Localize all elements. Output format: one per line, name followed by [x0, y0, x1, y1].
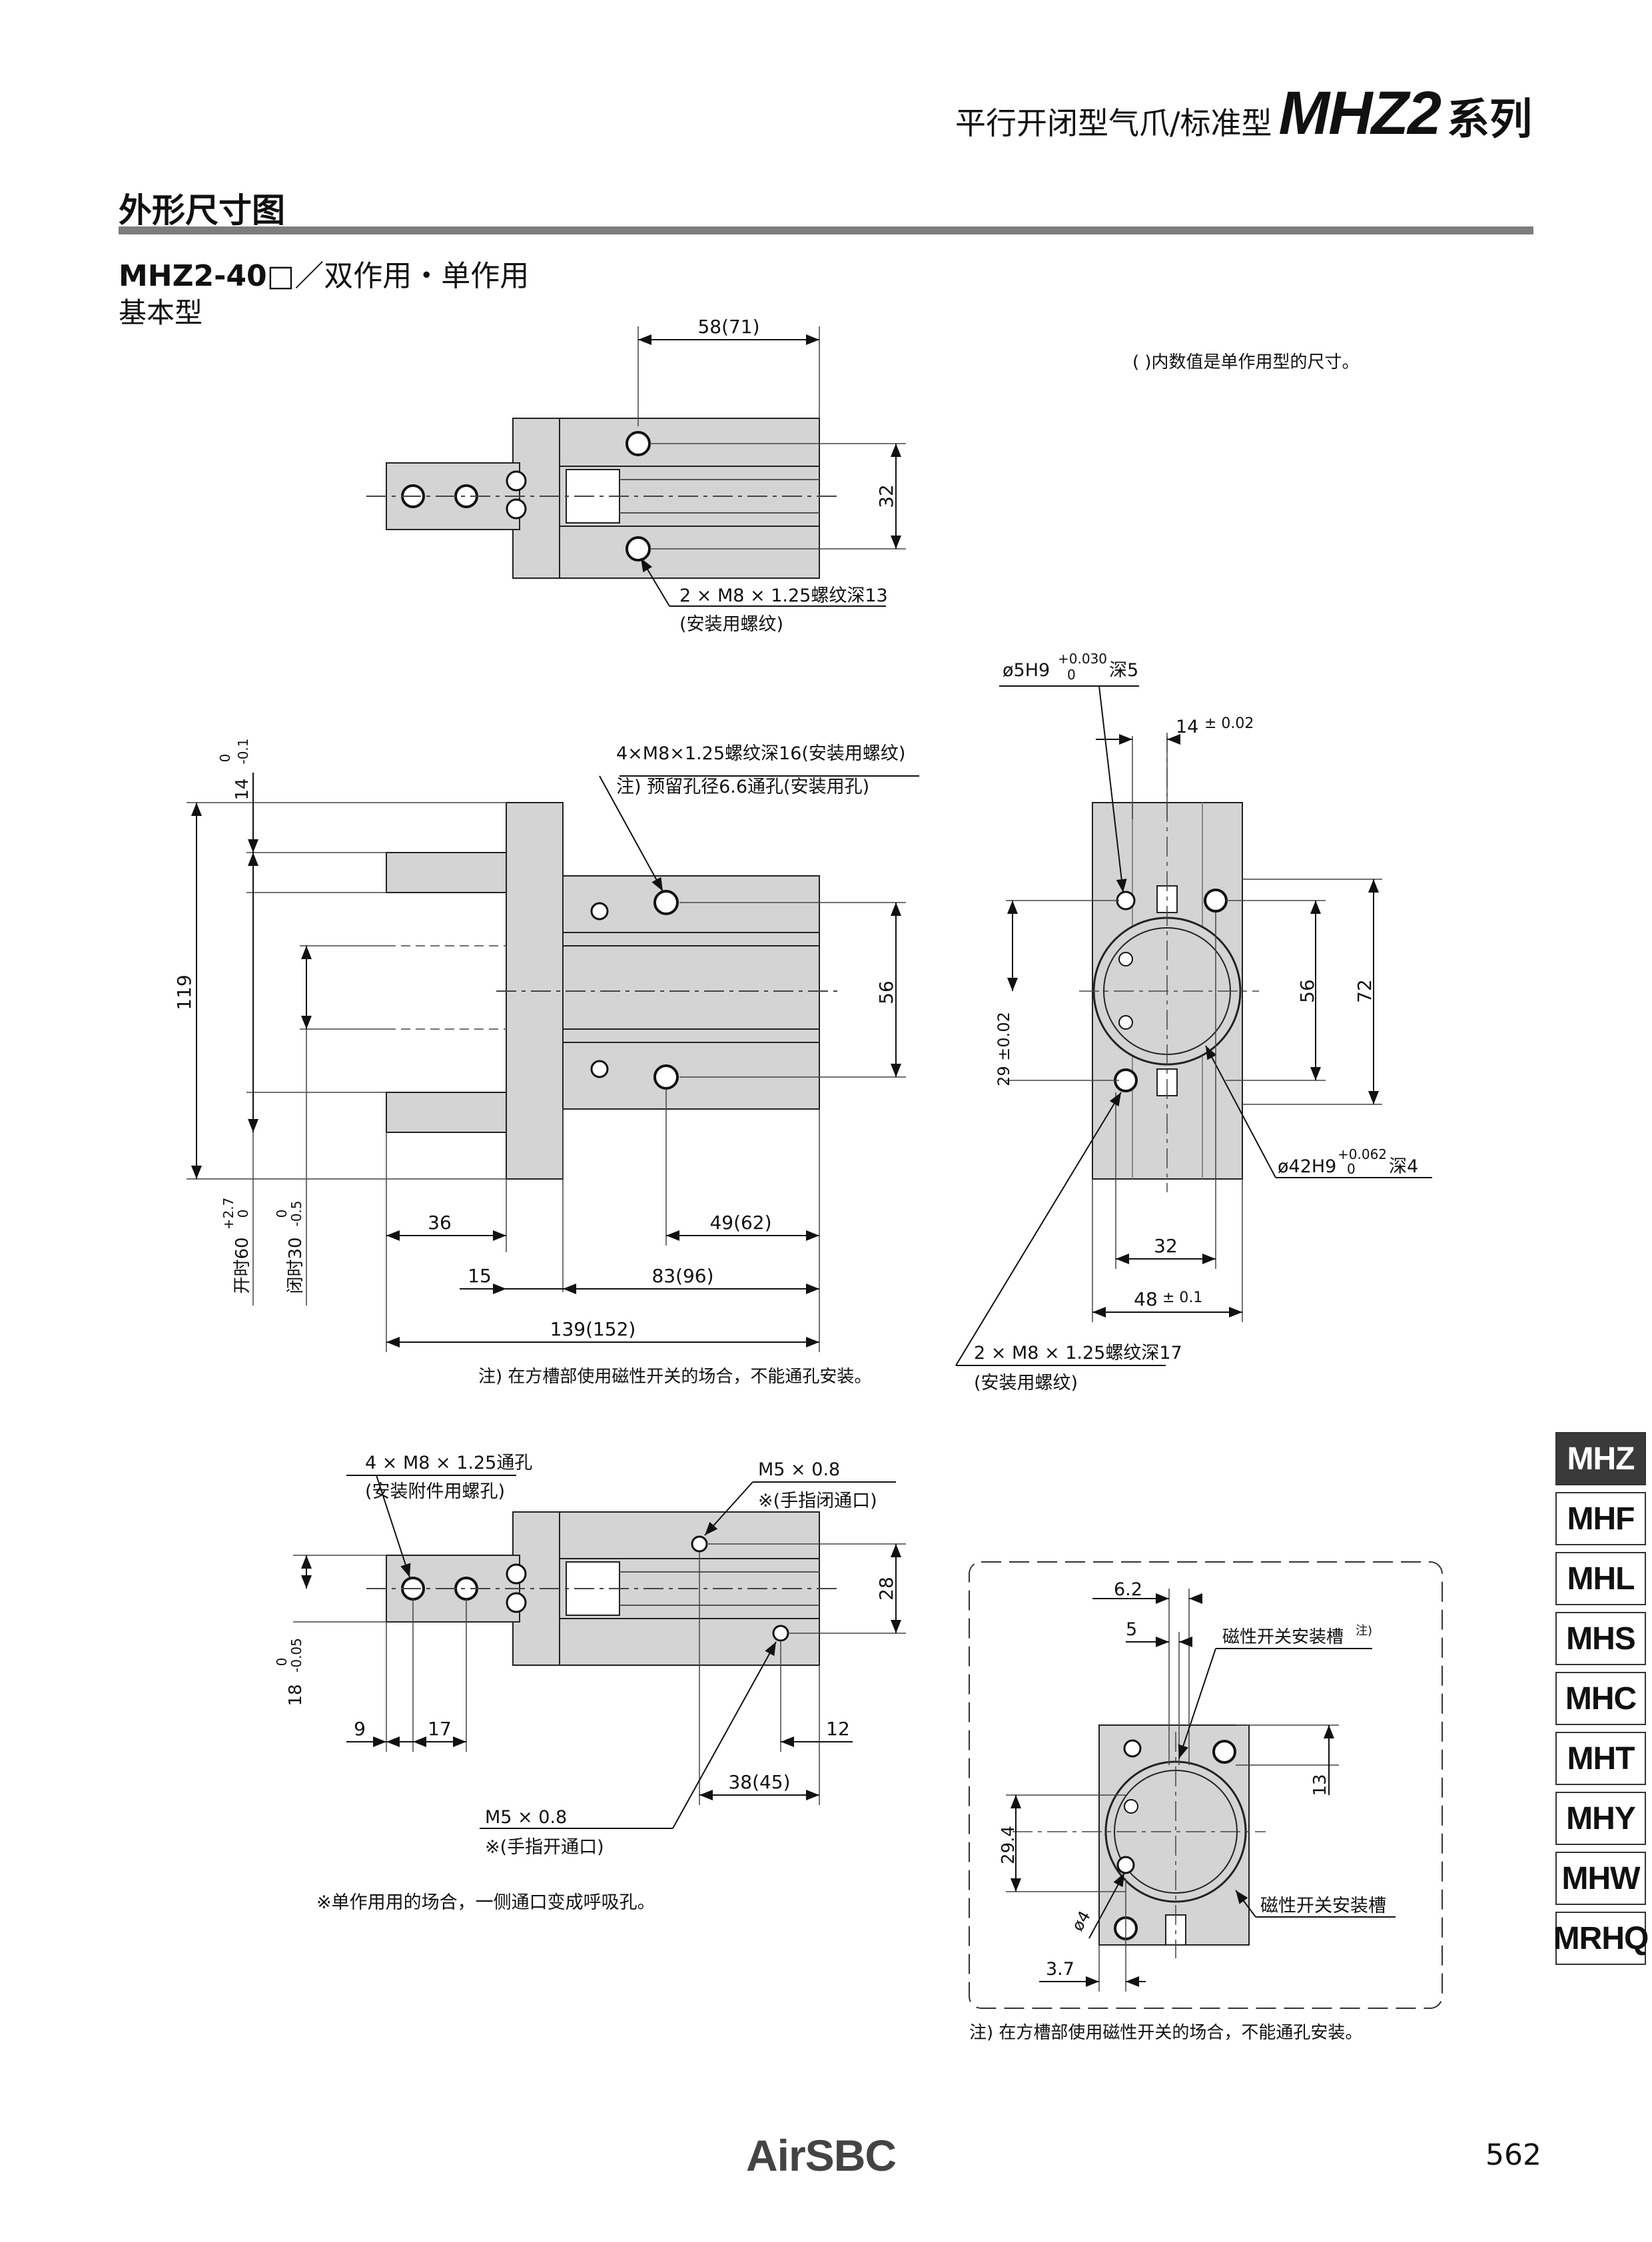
model-code: MHZ2-40□	[119, 259, 295, 293]
bottom-dim-18-tol-top: 0	[274, 1658, 290, 1667]
end-callout-pin: ø5H9	[1003, 660, 1050, 681]
detail-note: 注) 在方槽部使用磁性开关的场合，不能通孔安装。	[969, 2023, 1362, 2043]
side-dim-14: 14	[232, 778, 252, 800]
detail-dim-4: ø4	[1068, 1908, 1094, 1934]
model-desc: ／双作用・单作用	[294, 259, 530, 293]
side-dim-83: 83(96)	[651, 1265, 713, 1287]
tab-mhz[interactable]: MHZ	[1555, 1432, 1646, 1485]
tab-mhf[interactable]: MHF	[1555, 1492, 1646, 1545]
top-dim-width: 58(71)	[697, 316, 759, 338]
detail-dim-13: 13	[1310, 1774, 1330, 1796]
side-dim-closed-tol-top: 0	[274, 1210, 290, 1218]
tab-mhc[interactable]: MHC	[1555, 1672, 1646, 1725]
detail-dim-62: 6.2	[1114, 1579, 1142, 1600]
bottom-dim-18-tol-bot: -0.05	[288, 1638, 304, 1673]
section-title: 外形尺寸图	[119, 191, 285, 230]
detail-switch-slot-note: 磁性开关安装槽	[1222, 1627, 1344, 1647]
bottom-port-closed-1: M5 × 0.8	[758, 1459, 840, 1480]
page-number: 562	[1485, 2138, 1541, 2172]
bottom-view: 28 18 0 -0.05 9 17 12 38(45) 4 × M8 × 1.…	[274, 1453, 906, 1913]
end-bore-depth: 深4	[1389, 1156, 1418, 1177]
side-dim-open-tol-top: +2.7	[220, 1198, 236, 1230]
side-dim-closed: 闭时30	[286, 1237, 306, 1294]
side-dim-56: 56	[875, 980, 897, 1004]
end-pin-tol-top: +0.030	[1058, 651, 1107, 667]
bottom-dim-9: 9	[354, 1718, 366, 1740]
bottom-dim-28: 28	[875, 1577, 897, 1601]
end-dim-14: 14	[1176, 717, 1198, 737]
end-pin-tol-bot: 0	[1067, 667, 1076, 683]
side-note: 注) 在方槽部使用磁性开关的场合，不能通孔安装。	[478, 1367, 871, 1387]
side-view: 119 14 0 -0.1 开时60 +2.7 0 闭时30 0 -0.5 56…	[173, 738, 919, 1387]
side-dim-139: 139(152)	[550, 1318, 636, 1340]
top-callout-1: 2 × M8 × 1.25螺纹深13	[679, 585, 888, 606]
tab-mhy[interactable]: MHY	[1555, 1792, 1646, 1845]
paren-note: ( )内数值是单作用型的尺寸。	[1132, 352, 1360, 372]
tab-mrhq[interactable]: MRHQ	[1553, 1912, 1649, 1965]
top-callout-2: (安装用螺纹)	[679, 614, 783, 635]
brand-logo: AirSBC	[746, 2131, 897, 2180]
side-callout-1: 4×M8×1.25螺纹深16(安装用螺纹)	[616, 743, 905, 764]
side-dim-open-tol-bot: 0	[235, 1210, 251, 1218]
model-line: MHZ2-40□／双作用・单作用	[119, 252, 529, 294]
bottom-port-open-1: M5 × 0.8	[485, 1807, 567, 1828]
bottom-note: ※单作用用的场合，一侧通口变成呼吸孔。	[316, 1892, 655, 1913]
bottom-dim-18: 18	[286, 1684, 306, 1706]
detail-dim-294: 29.4	[999, 1826, 1019, 1864]
end-dim-14-tol: ± 0.02	[1204, 715, 1254, 732]
side-dim-open: 开时60	[232, 1237, 252, 1294]
side-dim-119: 119	[173, 974, 195, 1010]
detail-dim-37: 3.7	[1046, 1959, 1074, 1980]
header-title-cn: 平行开闭型气爪/标准型	[955, 105, 1272, 141]
top-view: 58(71) 32 2 × M8 × 1.25螺纹深13 (安装用螺纹)	[366, 316, 906, 635]
tab-mhw[interactable]: MHW	[1555, 1852, 1646, 1905]
side-dim-49: 49(62)	[709, 1212, 771, 1234]
end-dim-48-tol: ± 0.1	[1162, 1290, 1202, 1306]
side-callout-2: 注) 预留孔径6.6通孔(安装用孔)	[616, 777, 869, 797]
detail-note-mark: 注)	[1356, 1624, 1372, 1638]
end-view: ø5H9 +0.030 0 深5 14 ± 0.02 29 ±0.02 56 7…	[955, 651, 1432, 1393]
detail-view: 6.2 5 磁性开关安装槽 注) 13 29.4 ø4 3.7 磁性开关安装槽 …	[969, 1561, 1443, 2043]
bottom-port-open-2: ※(手指开通口)	[485, 1837, 604, 1858]
side-dim-14-tol-top: 0	[217, 754, 233, 763]
side-dim-closed-tol-bot: -0.5	[288, 1200, 304, 1226]
end-dim-72: 72	[1354, 979, 1376, 1003]
bottom-dim-12: 12	[826, 1718, 850, 1740]
end-bore-tol-top: +0.062	[1338, 1146, 1387, 1162]
bottom-port-closed-2: ※(手指闭通口)	[758, 1491, 877, 1511]
detail-switch-slot: 磁性开关安装槽	[1260, 1896, 1386, 1916]
header-suffix: 系列	[1447, 95, 1532, 145]
end-dim-32: 32	[1154, 1235, 1178, 1257]
end-dim-48: 48	[1134, 1288, 1158, 1310]
end-callout-2: (安装用螺纹)	[974, 1373, 1078, 1393]
bottom-dim-38: 38(45)	[728, 1771, 790, 1793]
tab-mht[interactable]: MHT	[1555, 1732, 1646, 1785]
tab-mhl[interactable]: MHL	[1555, 1552, 1646, 1605]
model-type: 基本型	[119, 296, 203, 329]
header-series: MHZ2	[1278, 79, 1442, 147]
detail-dim-5: 5	[1126, 1619, 1137, 1640]
top-dim-height: 32	[875, 484, 897, 508]
end-bore-tol-bot: 0	[1347, 1161, 1356, 1177]
side-dim-36: 36	[428, 1212, 452, 1234]
end-callout-1: 2 × M8 × 1.25螺纹深17	[974, 1343, 1182, 1363]
side-dim-14-tol-bot: -0.1	[235, 738, 251, 764]
side-tabs: MHZ MHF MHL MHS MHC MHT MHY MHW MRHQ	[1553, 1432, 1652, 1972]
end-dim-29: 29 ±0.02	[995, 1012, 1013, 1086]
end-bore: ø42H9	[1278, 1156, 1336, 1177]
end-dim-56: 56	[1296, 979, 1318, 1003]
tab-mhs[interactable]: MHS	[1555, 1612, 1646, 1665]
side-dim-15: 15	[468, 1265, 492, 1287]
bottom-callout-1: 4 × M8 × 1.25通孔	[365, 1453, 532, 1473]
bottom-callout-2: (安装附件用螺孔)	[365, 1481, 505, 1502]
bottom-dim-17: 17	[428, 1718, 452, 1740]
section-rule	[119, 226, 1533, 234]
end-pin-depth: 深5	[1109, 660, 1138, 681]
